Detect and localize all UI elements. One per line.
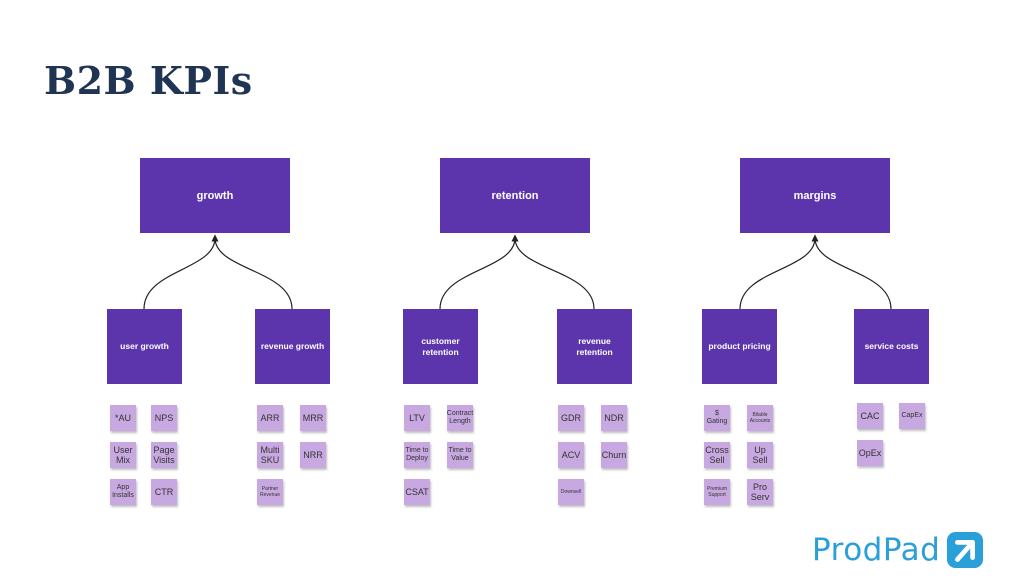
sticky-note: OpEx bbox=[857, 440, 883, 466]
sticky-note: Time to Value bbox=[447, 442, 473, 468]
box-customer-retention: customer retention bbox=[403, 309, 478, 384]
sticky-note: CTR bbox=[151, 479, 177, 505]
sticky-note: CapEx bbox=[899, 403, 925, 429]
connector-growth-user bbox=[143, 234, 219, 310]
sticky-note: Up Sell bbox=[747, 442, 773, 468]
page-title: B2B KPIs bbox=[44, 58, 253, 103]
box-service-costs: service costs bbox=[854, 309, 929, 384]
sticky-note: Cross Sell bbox=[704, 442, 730, 468]
sticky-note: Pro Serv bbox=[747, 479, 773, 505]
sticky-note: NPS bbox=[151, 405, 177, 431]
sticky-note: Time to Deploy bbox=[404, 442, 430, 468]
prodpad-arrow-icon bbox=[947, 531, 984, 569]
sticky-note: CAC bbox=[857, 403, 883, 429]
logo-text: ProdPad bbox=[812, 532, 941, 568]
sticky-note: CSAT bbox=[404, 479, 430, 505]
connector-retention-customer bbox=[439, 234, 519, 310]
sticky-note: App Installs bbox=[110, 479, 136, 505]
sticky-note: GDR bbox=[558, 405, 584, 431]
sticky-note: MRR bbox=[300, 405, 326, 431]
sticky-note: NRR bbox=[300, 442, 326, 468]
box-margins: margins bbox=[740, 158, 890, 233]
sticky-note: ARR bbox=[257, 405, 283, 431]
sticky-note: Premium Support bbox=[704, 479, 730, 505]
sticky-note: $ Gating bbox=[704, 405, 730, 431]
sticky-note: LTV bbox=[404, 405, 430, 431]
sticky-note: ACV bbox=[558, 442, 584, 468]
sticky-note: Bilable Accounts bbox=[747, 405, 773, 431]
connector-growth-revenue bbox=[214, 237, 293, 310]
connector-margins-service bbox=[814, 237, 892, 310]
prodpad-logo: ProdPad bbox=[812, 531, 984, 569]
sticky-note: Page Visits bbox=[151, 442, 177, 468]
sticky-note: *AU bbox=[110, 405, 136, 431]
box-retention: retention bbox=[440, 158, 590, 233]
sticky-note: Downsell bbox=[558, 479, 584, 505]
sticky-note: Churn bbox=[601, 442, 627, 468]
sticky-note: NDR bbox=[601, 405, 627, 431]
sticky-note: Multi SKU bbox=[257, 442, 283, 468]
sticky-note: Contract Length bbox=[447, 405, 473, 431]
box-growth: growth bbox=[140, 158, 290, 233]
connector-retention-revenue bbox=[514, 237, 595, 310]
sticky-note: Partner Revenue bbox=[257, 479, 283, 505]
box-revenue-retention: revenue retention bbox=[557, 309, 632, 384]
connector-margins-product bbox=[739, 234, 819, 310]
sticky-note: User Mix bbox=[110, 442, 136, 468]
box-user-growth: user growth bbox=[107, 309, 182, 384]
box-product-pricing: product pricing bbox=[702, 309, 777, 384]
box-revenue-growth: revenue growth bbox=[255, 309, 330, 384]
